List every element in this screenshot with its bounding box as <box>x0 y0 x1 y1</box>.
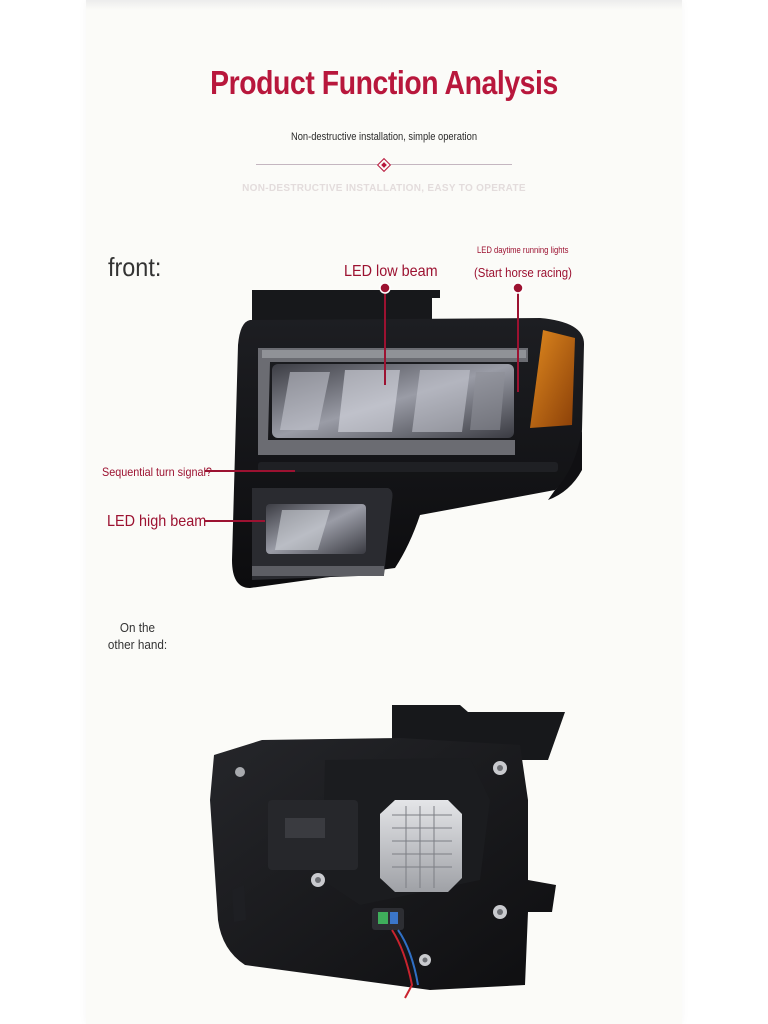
faded-english-subtitle: NON-DESTRUCTIVE INSTALLATION, EASY TO OP… <box>242 183 526 194</box>
back-heading: On the other hand: <box>107 620 168 652</box>
drl-callout-subtitle: (Start horse racing) <box>474 265 572 280</box>
page-subtitle: Non-destructive installation, simple ope… <box>290 131 478 143</box>
turn-signal-callout: Sequential turn signal? <box>102 465 212 479</box>
page-title: Product Function Analysis <box>210 64 558 101</box>
front-heading: front: <box>108 252 162 282</box>
top-shadow <box>86 0 682 10</box>
high-beam-callout: LED high beam <box>107 513 207 530</box>
drl-callout-title: LED daytime running lights <box>477 245 569 255</box>
low-beam-callout: LED low beam <box>344 263 438 280</box>
